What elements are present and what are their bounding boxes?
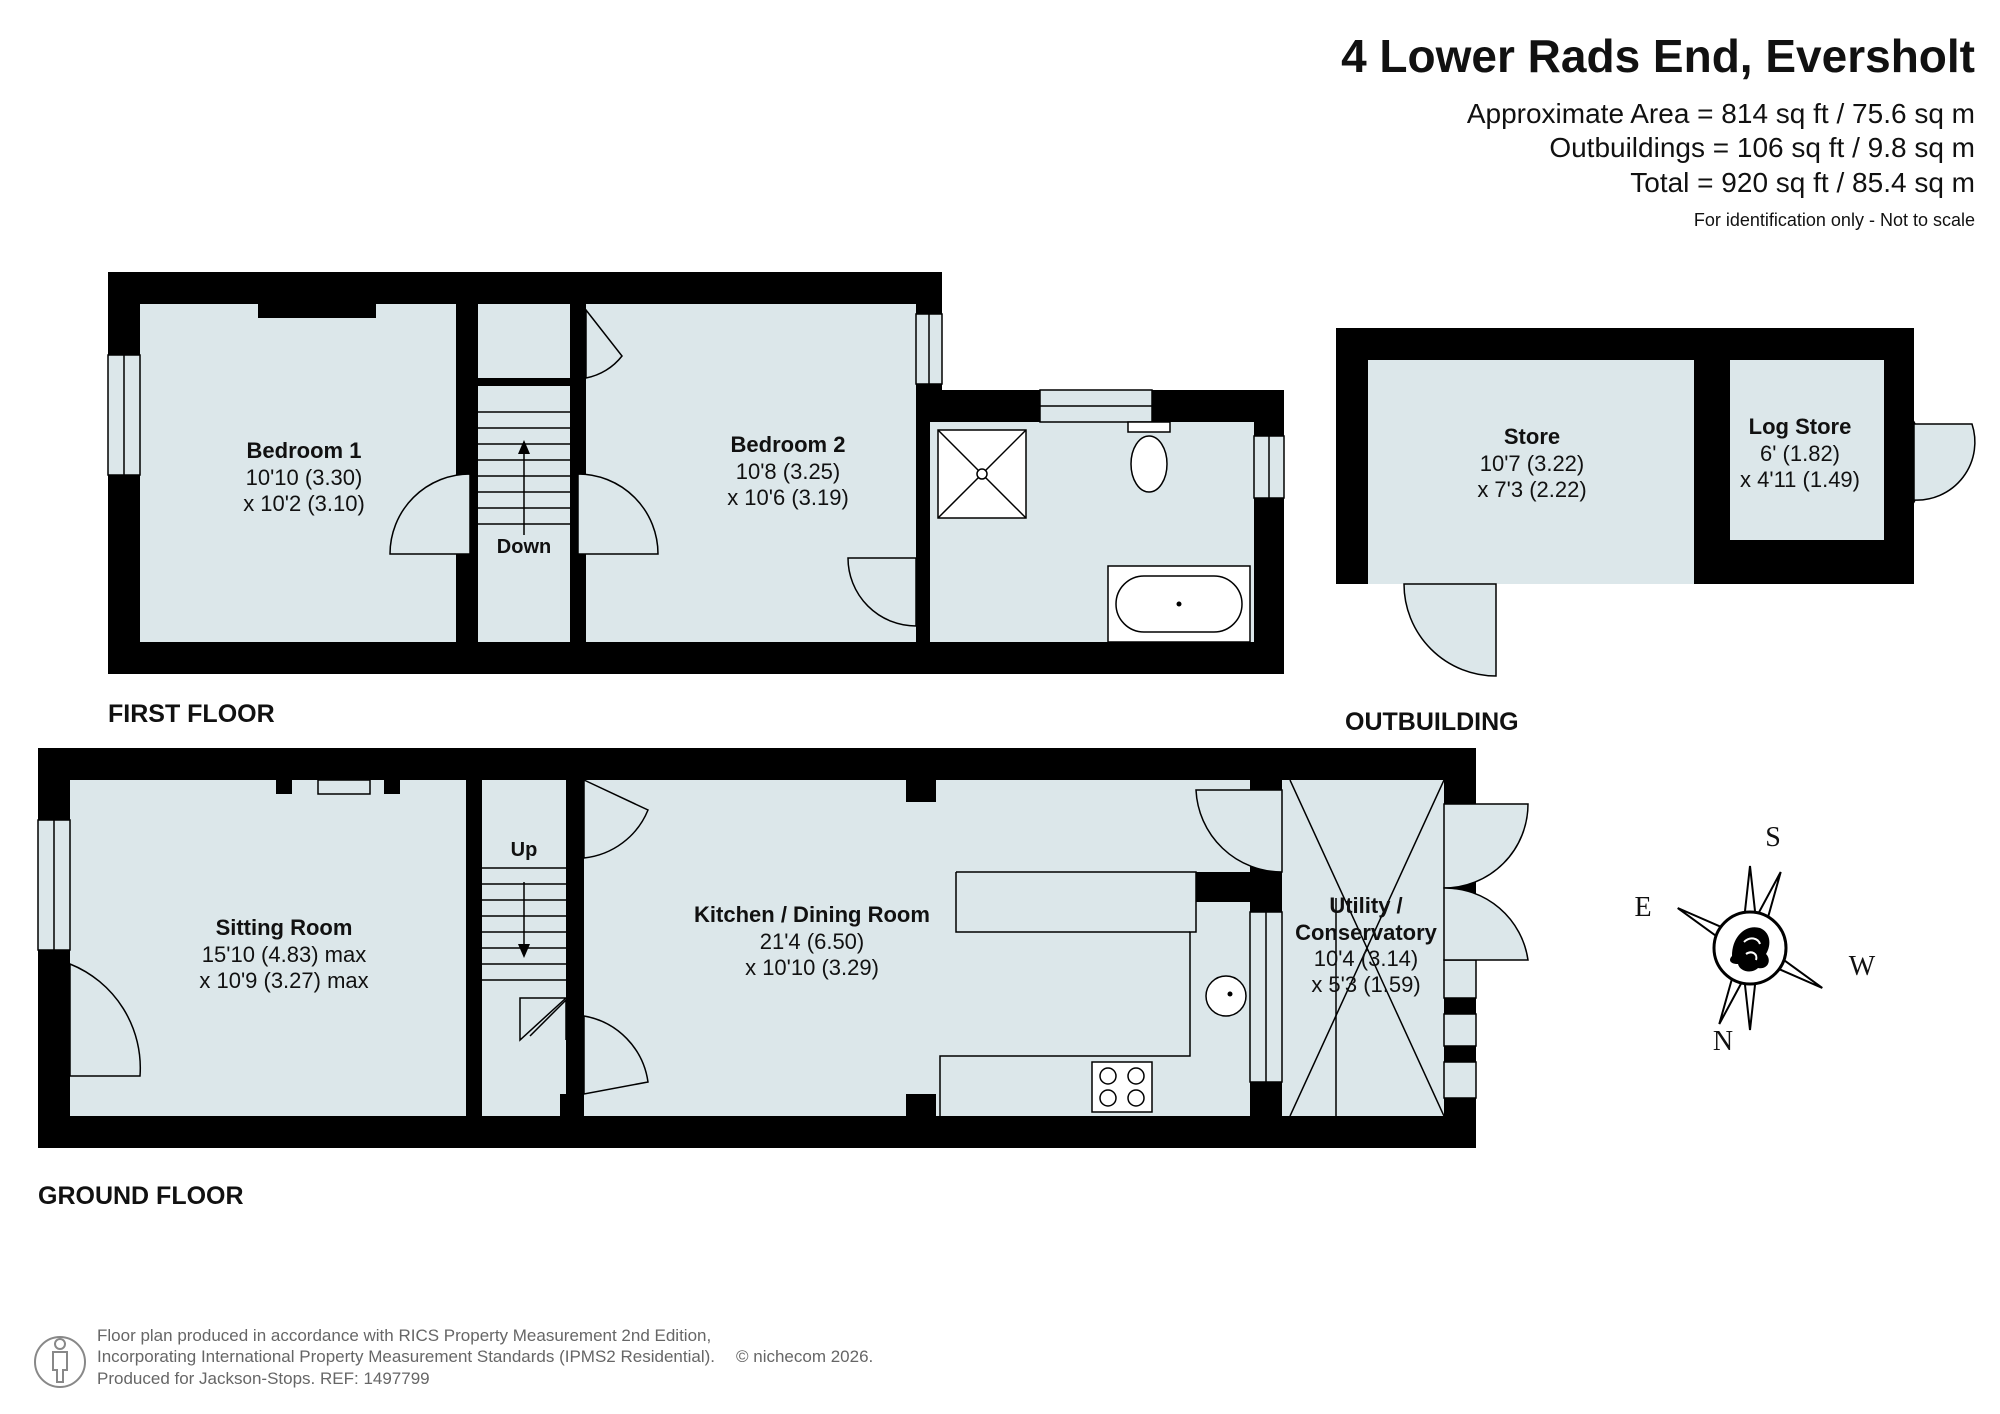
bedroom-1-name: Bedroom 1 — [247, 438, 362, 463]
store-name: Store — [1504, 424, 1560, 449]
cupboard-door — [585, 307, 623, 379]
stairs-up-label: Up — [511, 839, 538, 861]
utility-name-2: Conservatory — [1295, 920, 1438, 945]
kitchen-door-top — [583, 778, 649, 859]
person-icon — [34, 1336, 86, 1388]
utility-window-3 — [1443, 1061, 1477, 1099]
bedroom-1-dim-2: x 10'2 (3.10) — [243, 491, 365, 516]
log-store-floor — [1730, 360, 1884, 540]
bedroom-2-door — [577, 473, 659, 555]
compass-w: W — [1849, 951, 1876, 982]
store-floor — [1368, 360, 1694, 584]
store-dim-1: 10'7 (3.22) — [1480, 451, 1585, 476]
front-door — [69, 962, 142, 1077]
log-store-dim-1: 6' (1.82) — [1760, 441, 1840, 466]
under-stair-door — [529, 998, 567, 1040]
landing-cupboard-floor — [478, 304, 570, 384]
first-floor-plan: Down Bedroom 1 10'10 (3.30) x 10'2 (3.10… — [107, 272, 1285, 728]
utility-name-1: Utility / — [1329, 893, 1402, 918]
approximate-area: Approximate Area = 814 sq ft / 75.6 sq m — [1467, 98, 1975, 129]
outbuilding-plan: Store 10'7 (3.22) x 7'3 (2.22) Log Store… — [1336, 328, 1976, 736]
kitchen-name: Kitchen / Dining Room — [694, 902, 930, 927]
fireplace-hearth — [317, 779, 371, 795]
sitting-room-dim-1: 15'10 (4.83) max — [202, 942, 366, 967]
bedroom-2-dim-2: x 10'6 (3.19) — [727, 485, 849, 510]
bathroom-door — [847, 557, 917, 627]
outbuildings-area: Outbuildings = 106 sq ft / 9.8 sq m — [1549, 132, 1975, 163]
compass-rose-icon — [1677, 865, 1823, 1031]
ground-floor-stairs — [482, 867, 566, 981]
under-stair-cupboard — [519, 997, 568, 1042]
footer-copyright: © nichecom 2026. — [736, 1347, 873, 1366]
patio-door-right — [1443, 887, 1529, 961]
bedroom-1-door — [389, 473, 471, 555]
bedroom-2-name: Bedroom 2 — [731, 432, 846, 457]
first-floor-stairs — [478, 411, 570, 535]
footer: Floor plan produced in accordance with R… — [34, 1326, 873, 1388]
toilet-cistern — [1127, 421, 1171, 433]
bedroom-1-dim-1: 10'10 (3.30) — [246, 465, 363, 490]
kitchen-sink — [1205, 975, 1247, 1017]
kitchen-dim-1: 21'4 (6.50) — [760, 929, 865, 954]
footer-line-2: Incorporating International Property Mea… — [97, 1347, 715, 1366]
toilet — [1130, 435, 1168, 493]
ground-floor-label: GROUND FLOOR — [38, 1182, 244, 1210]
stairs-down-label: Down — [497, 536, 551, 558]
sitting-room-name: Sitting Room — [216, 915, 353, 940]
bedroom-2-dim-1: 10'8 (3.25) — [736, 459, 841, 484]
store-door — [1403, 583, 1497, 677]
footer-line-3: Produced for Jackson-Stops. REF: 1497799 — [97, 1369, 430, 1388]
compass-s: S — [1765, 822, 1781, 853]
header: 4 Lower Rads End, Eversholt Approximate … — [1341, 30, 1975, 230]
compass-e: E — [1634, 892, 1651, 923]
sitting-room-dim-2: x 10'9 (3.27) max — [199, 968, 368, 993]
footer-line-1: Floor plan produced in accordance with R… — [97, 1326, 711, 1345]
utility-inner-door — [1195, 789, 1283, 873]
total-area: Total = 920 sq ft / 85.4 sq m — [1630, 167, 1975, 198]
log-store-door-swing — [1913, 423, 1976, 501]
up-arrow-icon — [518, 440, 530, 454]
log-store-name: Log Store — [1749, 414, 1852, 439]
ground-floor-plan: Up Sitting Room 15'10 (4.83) max x 10'9 … — [37, 748, 1529, 1210]
kitchen-floor — [584, 780, 1250, 1116]
kitchen-door-bottom — [583, 1015, 649, 1095]
down-arrow-icon — [518, 944, 530, 958]
patio-door-left — [1443, 803, 1529, 889]
property-title: 4 Lower Rads End, Eversholt — [1341, 30, 1975, 82]
utility-window-2 — [1443, 1013, 1477, 1047]
hob — [1091, 1061, 1153, 1113]
first-floor-label: FIRST FLOOR — [108, 700, 275, 728]
utility-window-1 — [1443, 959, 1477, 999]
compass-n: N — [1713, 1026, 1733, 1057]
utility-dim-1: 10'4 (3.14) — [1314, 946, 1419, 971]
scale-note: For identification only - Not to scale — [1694, 210, 1975, 230]
utility-dim-2: x 5'3 (1.59) — [1311, 972, 1420, 997]
store-dim-2: x 7'3 (2.22) — [1477, 477, 1586, 502]
outbuilding-label: OUTBUILDING — [1345, 708, 1519, 736]
log-store-dim-2: x 4'11 (1.49) — [1740, 467, 1860, 492]
kitchen-dim-2: x 10'10 (3.29) — [745, 955, 879, 980]
bedroom-1-floor — [140, 304, 456, 642]
utility-floor — [1282, 780, 1444, 1116]
